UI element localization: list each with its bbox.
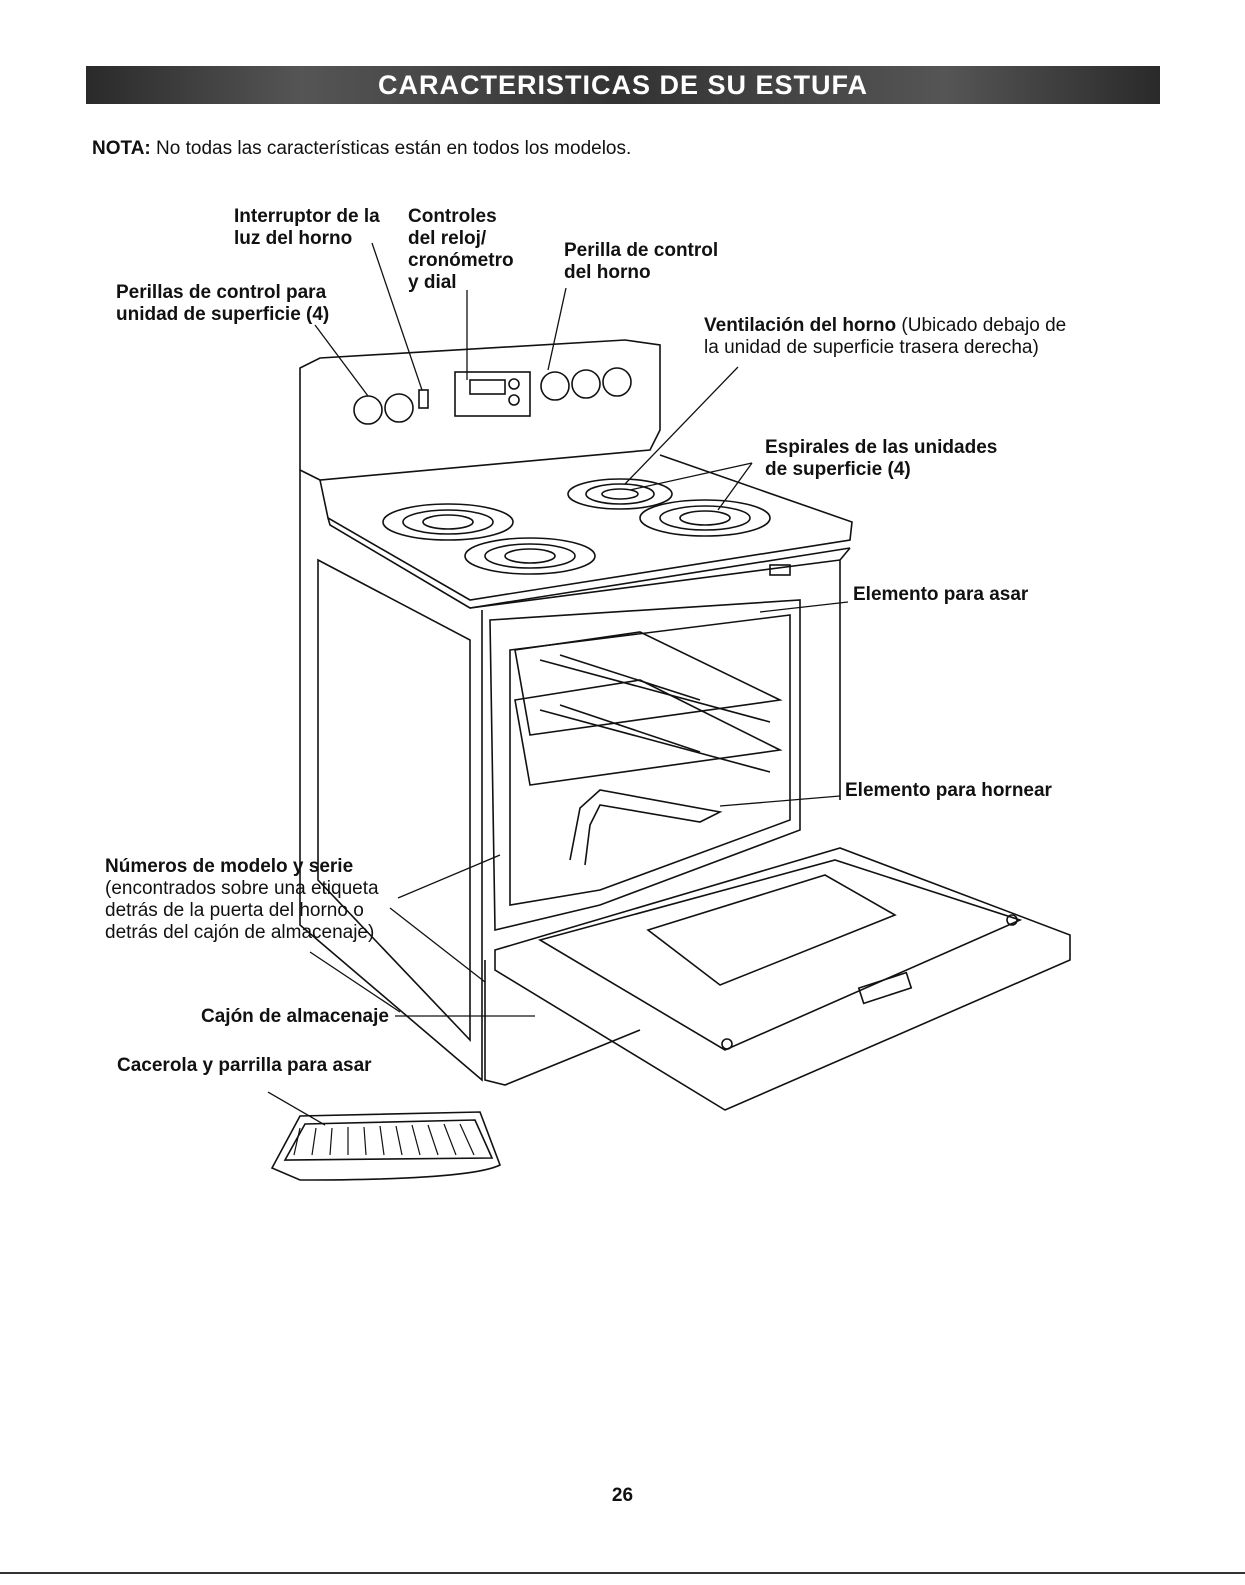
clock-display <box>454 371 531 417</box>
note: NOTA: No todas las características están… <box>92 138 631 160</box>
bake-element <box>569 789 723 866</box>
label-broil-element: Elemento para asar <box>853 584 1029 605</box>
backguard <box>299 339 661 481</box>
surface-knob <box>540 371 570 401</box>
note-label: NOTA: <box>92 138 151 159</box>
label-surface-coils: Espirales de las unidades de superficie … <box>765 437 998 480</box>
surface-coil <box>639 499 771 537</box>
oven-door <box>494 847 1071 1111</box>
surface-coil <box>464 537 596 575</box>
surface-knob <box>384 393 414 423</box>
label-clock-controls: Controles del reloj/ cronómetro y dial <box>408 206 514 293</box>
oven-rack <box>514 631 783 736</box>
oven-cavity <box>489 599 801 932</box>
range-body <box>299 470 483 1082</box>
label-broiler-pan: Cacerola y parrilla para asar <box>117 1055 372 1076</box>
light-switch <box>418 389 429 409</box>
surface-knob <box>353 395 383 425</box>
surface-coil <box>382 503 514 541</box>
note-text: No todas las características están en to… <box>150 138 632 159</box>
section-title-banner: CARACTERISTICAS DE SU ESTUFA <box>86 66 1160 104</box>
storage-drawer <box>484 960 641 1086</box>
label-model-serial: Números de modelo y serie (encontrados s… <box>105 856 379 943</box>
label-bake-element: Elemento para hornear <box>845 780 1052 801</box>
cooktop <box>319 454 853 601</box>
section-title: CARACTERISTICAS DE SU ESTUFA <box>377 69 869 100</box>
label-surface-knobs: Perillas de control para unidad de super… <box>116 282 330 325</box>
oven-rack <box>514 679 783 786</box>
oven-control-knob <box>602 367 632 397</box>
label-oven-light-switch: Interruptor de la luz del horno <box>234 206 380 249</box>
surface-coil <box>567 478 673 510</box>
label-oven-control-knob: Perilla de control del horno <box>564 240 719 283</box>
door-window <box>646 874 897 986</box>
broiler-pan <box>270 1111 502 1181</box>
label-oven-vent: Ventilación del horno (Ubicado debajo de… <box>704 315 1067 358</box>
footer-rule <box>0 1572 1245 1574</box>
label-storage-drawer: Cajón de almacenaje <box>201 1006 389 1027</box>
page-number: 26 <box>611 1485 634 1506</box>
surface-knob <box>571 369 601 399</box>
side-panel <box>317 558 471 1043</box>
